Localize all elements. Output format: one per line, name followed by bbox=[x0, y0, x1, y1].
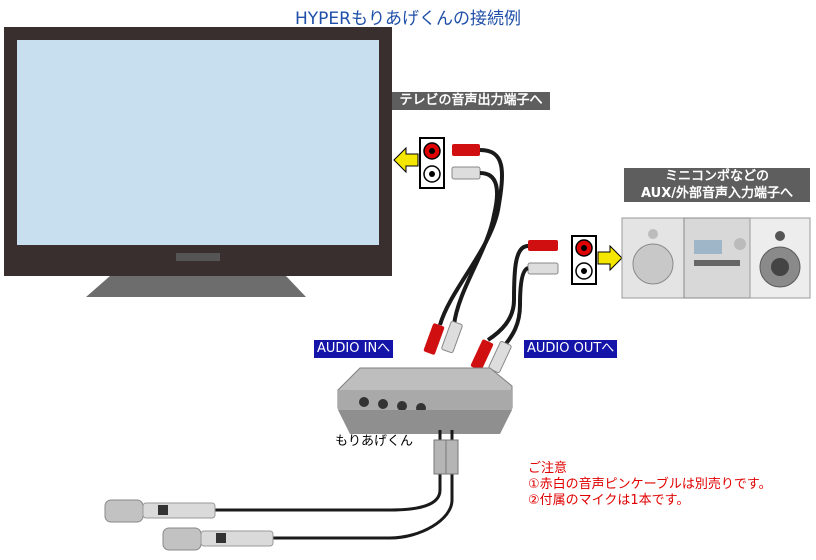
mic-cable-2 bbox=[270, 430, 454, 540]
stereo-plugs bbox=[527, 240, 559, 275]
stereo-label-line-2: AUX/外部音声入力端子へ bbox=[641, 186, 793, 201]
arrow-left-icon bbox=[393, 146, 419, 174]
stereo-label-line-1: ミニコンポなどの bbox=[664, 169, 769, 184]
notes-block: ご注意 ①赤白の音声ピンケーブルは別売りです。 ②付属のマイクは1本です。 bbox=[528, 461, 772, 509]
note-item: ②付属のマイクは1本です。 bbox=[528, 493, 690, 508]
microphone-icon bbox=[162, 527, 274, 551]
stereo-jack-pair bbox=[571, 235, 597, 285]
audio-out-plugs bbox=[470, 339, 512, 373]
audio-out-label: AUDIO OUTへ bbox=[524, 340, 618, 358]
page-title: HYPERもりあげくんの接続例 bbox=[295, 9, 521, 29]
cable-tv bbox=[438, 148, 504, 326]
audio-in-label: AUDIO INへ bbox=[314, 340, 394, 358]
tv-icon bbox=[4, 27, 392, 297]
cable-stereo bbox=[486, 244, 529, 342]
arrow-right-icon bbox=[597, 244, 623, 272]
tv-plugs bbox=[451, 144, 481, 180]
audio-in-plugs bbox=[423, 320, 463, 355]
device-label: もりあげくん bbox=[335, 434, 414, 449]
mini-stereo-icon bbox=[621, 217, 811, 299]
microphone-icon bbox=[104, 499, 216, 523]
mixer-box-icon bbox=[337, 367, 513, 434]
tv-output-label: テレビの音声出力端子へ bbox=[392, 92, 550, 110]
stereo-input-label: ミニコンポなどの AUX/外部音声入力端子へ bbox=[624, 168, 810, 202]
mic-cable-1 bbox=[212, 430, 442, 512]
notes-heading: ご注意 bbox=[528, 461, 568, 476]
note-item: ①赤白の音声ピンケーブルは別売りです。 bbox=[528, 477, 772, 492]
tv-jack-pair bbox=[419, 137, 445, 189]
